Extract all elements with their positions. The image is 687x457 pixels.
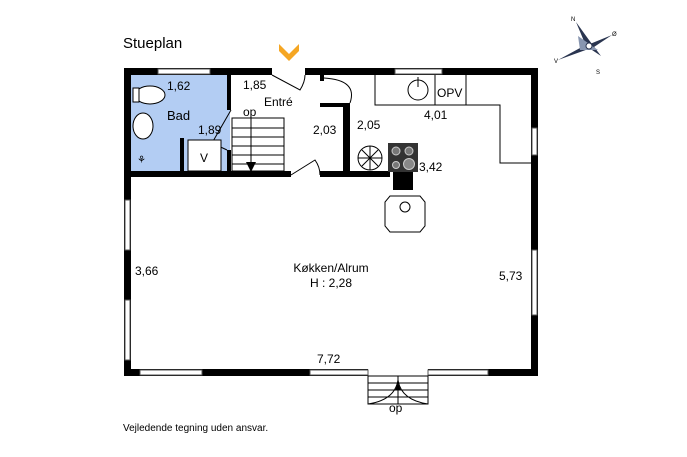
sink-icon <box>132 112 154 140</box>
fan-icon <box>357 145 383 171</box>
steps-arrow-icon <box>395 383 401 390</box>
stove-icon <box>388 143 418 172</box>
windows <box>124 68 538 376</box>
compass-east: Ø <box>612 32 617 38</box>
kitchen-counters <box>374 75 531 233</box>
compass-south: S <box>596 70 600 76</box>
disclaimer: Vejledende tegning uden ansvar. <box>123 423 268 434</box>
entry-width: 1,85 <box>243 78 267 92</box>
interior-walls <box>131 75 413 190</box>
ceiling-height: H : 2,28 <box>310 276 352 290</box>
doors <box>211 74 352 176</box>
living-left-dim: 3,66 <box>135 264 159 278</box>
entry-depth: 2,03 <box>313 123 337 137</box>
bathroom-fixtures <box>132 85 222 172</box>
compass-north: N <box>571 17 575 23</box>
living-right-dim: 5,73 <box>499 269 523 283</box>
kitchen-width: 4,01 <box>424 108 448 122</box>
living-label: Køkken/Alrum <box>293 261 368 275</box>
table-icon <box>384 195 426 233</box>
bathroom-depth: 1,89 <box>198 123 222 137</box>
entry-label: Entré <box>264 95 293 109</box>
bathroom-label: Bad <box>167 108 190 123</box>
plan-title: Stueplan <box>123 35 182 52</box>
shower-icon: ⚘ <box>137 155 146 166</box>
bathroom-width: 1,62 <box>167 79 191 93</box>
stove-dim: 3,42 <box>419 160 443 174</box>
entrance-marker-icon <box>279 44 299 61</box>
washer-box <box>187 139 222 172</box>
living-bottom-dim: 7,72 <box>317 352 341 366</box>
compass-west: V <box>554 59 558 65</box>
front-steps-label: op <box>389 401 403 415</box>
stairs <box>231 117 285 172</box>
closet-dim: 2,05 <box>357 118 381 132</box>
washer-label: V <box>200 151 208 165</box>
stairs-arrow-icon <box>246 162 256 172</box>
stairs-label: op <box>243 105 257 119</box>
counter-label: OPV <box>437 86 462 100</box>
compass-icon: N Ø S V <box>554 17 617 76</box>
